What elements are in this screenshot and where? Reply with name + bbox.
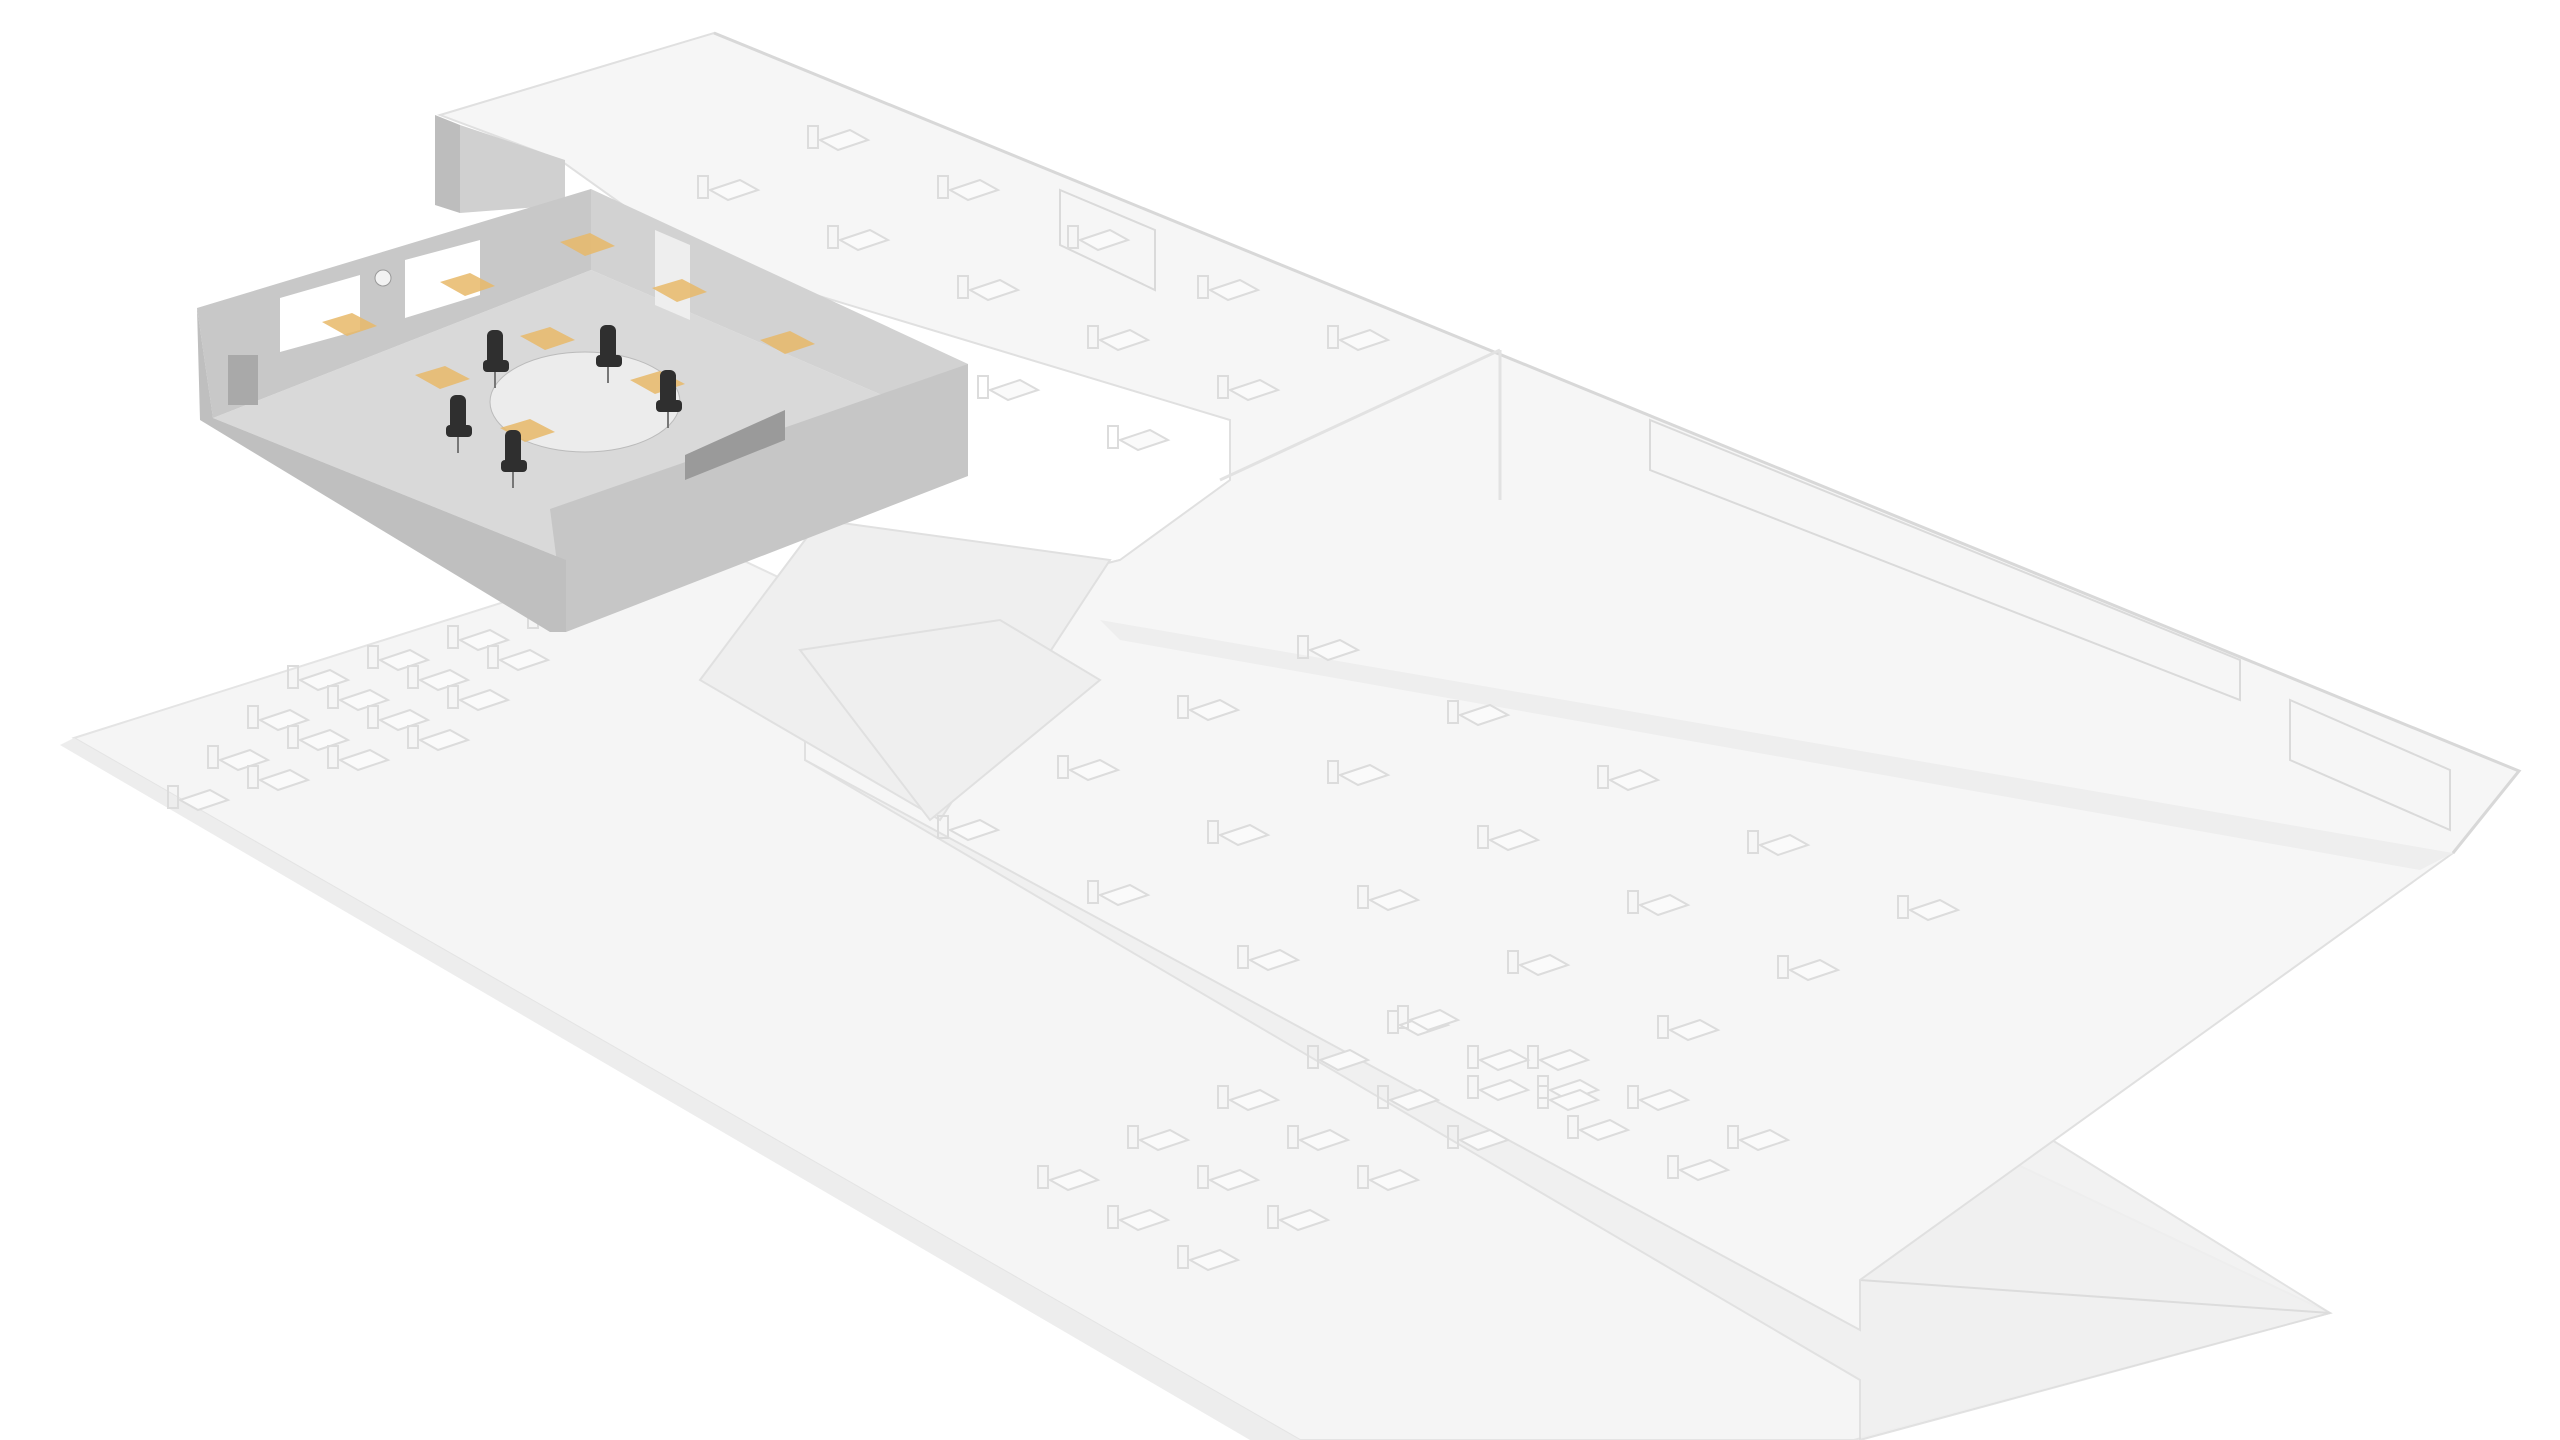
room-left-wall-edge (197, 308, 566, 632)
desk (1357, 885, 1421, 912)
desk (1177, 695, 1241, 722)
desk (447, 625, 511, 652)
desk (1197, 1165, 1261, 1192)
office-chair[interactable] (446, 395, 472, 453)
office-chair[interactable] (483, 330, 509, 388)
desk (1297, 635, 1361, 662)
desk (207, 745, 271, 772)
desk (1067, 225, 1131, 252)
desk (1207, 820, 1271, 847)
window-strip (1059, 188, 2451, 832)
office-chair[interactable] (656, 370, 682, 428)
desk (1177, 1245, 1241, 1272)
desk (697, 175, 761, 202)
highlight-tile (500, 419, 555, 442)
desk (937, 175, 1001, 202)
highlight-tile (440, 273, 495, 296)
highlight-tile (322, 313, 377, 336)
highlight-tile (560, 233, 615, 256)
desk (1267, 1205, 1331, 1232)
desk (1217, 375, 1281, 402)
desk (407, 665, 471, 692)
desk (807, 125, 871, 152)
desk (167, 785, 231, 812)
desk (827, 225, 891, 252)
desk (1597, 765, 1661, 792)
room-back-wall (197, 189, 591, 418)
desk (367, 645, 431, 672)
staircase (698, 518, 1112, 822)
desk (1467, 1075, 1531, 1102)
desk (1567, 1115, 1631, 1142)
desk (327, 745, 391, 772)
desk (1327, 325, 1391, 352)
highlight-tile (415, 366, 470, 389)
desk (1627, 890, 1691, 917)
desk (1057, 755, 1121, 782)
desk (1527, 1045, 1591, 1072)
desk (1537, 1085, 1601, 1112)
desk (1657, 1015, 1721, 1042)
whiteboard (685, 410, 785, 480)
desk (1447, 700, 1511, 727)
desk (1897, 895, 1961, 922)
desk (327, 685, 391, 712)
desk (1397, 1005, 1461, 1032)
desk (1507, 950, 1571, 977)
office-chair[interactable] (501, 430, 527, 488)
desk (1287, 1125, 1351, 1152)
room-front-wall (550, 364, 968, 632)
desk (1087, 880, 1151, 907)
windows (280, 230, 690, 352)
upper-floor-slab (436, 31, 2522, 1332)
desk (977, 375, 1041, 402)
desk (287, 665, 351, 692)
desk (447, 685, 511, 712)
desk (1307, 1045, 1371, 1072)
desk (1377, 1085, 1441, 1112)
desk (1477, 825, 1541, 852)
desk (1107, 425, 1171, 452)
office-chairs[interactable] (446, 325, 682, 488)
clock-icon (374, 269, 392, 287)
desk (1127, 1125, 1191, 1152)
desk (487, 645, 551, 672)
printer (228, 355, 258, 405)
desk (1237, 945, 1301, 972)
desk (1037, 1165, 1101, 1192)
desk (1217, 1085, 1281, 1112)
highlight-tile (760, 331, 815, 354)
desk (287, 725, 351, 752)
desk (1627, 1085, 1691, 1112)
desk (1727, 1125, 1791, 1152)
meeting-room[interactable] (197, 189, 968, 632)
desk (1327, 760, 1391, 787)
desk (247, 765, 311, 792)
desk (407, 725, 471, 752)
desk (1087, 325, 1151, 352)
highlight-tile (520, 327, 575, 350)
office-chair[interactable] (596, 325, 622, 383)
desk (367, 705, 431, 732)
desk (1447, 1125, 1511, 1152)
desk (1747, 830, 1811, 857)
desk (1667, 1155, 1731, 1182)
desk (937, 815, 1001, 842)
desk (957, 275, 1021, 302)
background-wall-block (435, 115, 565, 213)
desk (247, 705, 311, 732)
highlight-tile (652, 279, 707, 302)
desk (1197, 275, 1261, 302)
desk (1357, 1165, 1421, 1192)
desk (1107, 1205, 1171, 1232)
desk (1777, 955, 1841, 982)
